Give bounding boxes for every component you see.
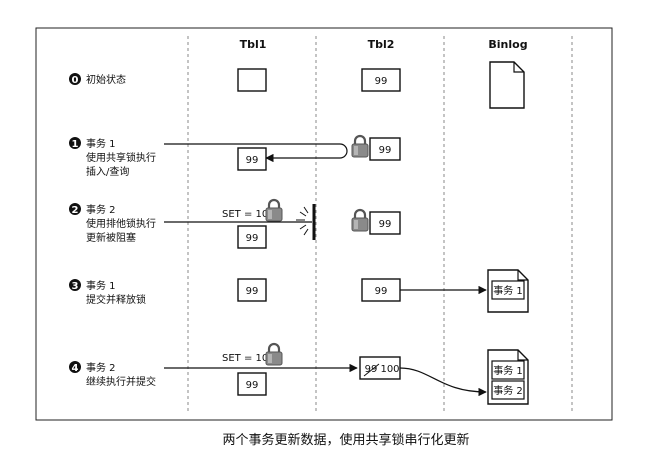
step-4-label: 4 事务 2 继续执行并提交 [69, 361, 156, 388]
step-text: 事务 2 [86, 203, 116, 216]
step-text: 更新被阻塞 [86, 231, 136, 244]
tbl2-value: 99 [379, 145, 392, 156]
tbl1-value-box [237, 372, 267, 396]
step-0-label: 0 初始状态 [69, 73, 126, 86]
tbl2-value-box [369, 137, 401, 161]
step-3-label: 3 事务 1 提交并释放锁 [69, 279, 146, 306]
step-number-badge [69, 137, 81, 149]
tbl1-value: 99 [246, 286, 259, 297]
document-icon [489, 61, 525, 109]
tbl2-value: 99 [375, 76, 388, 87]
strike-through [363, 363, 380, 377]
binlog-entry: 事务 1 [493, 284, 523, 297]
tbl1-empty-box [237, 68, 267, 92]
step-text: 使用共享锁执行 [86, 151, 156, 164]
step-number: 1 [72, 139, 79, 150]
column-header-tbl2: Tbl2 [368, 38, 395, 51]
step-number-badge [69, 279, 81, 291]
figure-caption: 两个事务更新数据，使用共享锁串行化更新 [222, 432, 469, 448]
tbl1-value: 99 [246, 155, 259, 166]
tbl1-value: 99 [246, 233, 259, 244]
step-number: 2 [72, 205, 79, 216]
step-number: 4 [72, 363, 79, 374]
column-header-binlog: Binlog [488, 38, 527, 51]
binlog-entry-box [491, 280, 525, 300]
tbl2-new-value: 100 [380, 364, 399, 375]
transaction-1-arrow [164, 143, 348, 163]
step-number: 3 [72, 281, 79, 292]
set-statement: SET = 100 [222, 209, 275, 220]
step-text: 事务 2 [86, 361, 116, 374]
step-text: 事务 1 [86, 137, 116, 150]
blocked-burst-icon [296, 206, 309, 236]
tbl2-value-box [361, 68, 401, 92]
step-text: 事务 1 [86, 279, 116, 292]
column-header-tbl1: Tbl1 [240, 38, 267, 51]
tbl1-value-box [237, 225, 267, 249]
binlog-entry-box [491, 360, 525, 380]
step-text: 使用排他锁执行 [86, 217, 156, 230]
tbl1-value: 99 [246, 380, 259, 391]
tbl1-value-box [237, 278, 267, 302]
binlog-entry: 事务 2 [493, 384, 523, 397]
step-text: 初始状态 [86, 73, 126, 86]
document-fold [517, 270, 528, 281]
tbl1-value-box [237, 147, 267, 171]
tbl2-value: 99 [375, 286, 388, 297]
step-number-badge [69, 73, 81, 85]
step-number-badge [69, 361, 81, 373]
binlog-write-arrow [399, 367, 487, 397]
step-text: 提交并释放锁 [86, 293, 146, 306]
document-fold [513, 62, 524, 73]
step-2-label: 2 事务 2 使用排他锁执行 更新被阻塞 [69, 203, 156, 244]
step-1-label: 1 事务 1 使用共享锁执行 插入/查询 [69, 137, 156, 178]
step-number: 0 [72, 75, 79, 86]
tbl2-old-value: 99 [365, 364, 378, 375]
set-statement: SET = 100 [222, 353, 275, 364]
step-text: 继续执行并提交 [86, 375, 156, 388]
tbl2-value: 99 [379, 219, 392, 230]
tbl2-value-box [369, 211, 401, 235]
step-text: 插入/查询 [86, 165, 129, 178]
binlog-entry: 事务 1 [493, 364, 523, 377]
step-number-badge [69, 203, 81, 215]
binlog-entry-box [491, 380, 525, 400]
document-fold [517, 350, 528, 361]
